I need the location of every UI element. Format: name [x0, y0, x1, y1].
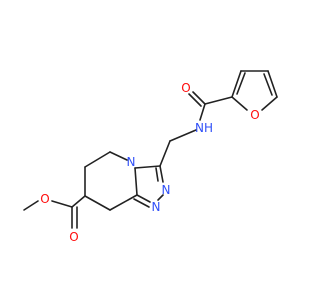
- bond-carbonyl-o-double: [188, 93, 202, 107]
- bond-pip-c5-c6: [84, 151, 111, 168]
- atom-n-triazole-ring: N: [127, 155, 136, 169]
- bond-pip-n4-c5: [109, 151, 128, 161]
- atom-o-furan: O: [250, 108, 259, 122]
- bond-pip-c7-c8: [84, 195, 111, 211]
- atom-n-triazole-2: N: [152, 200, 161, 214]
- bond-furan-c2-c3-double: [236, 72, 246, 95]
- bond-ester-c-o-single: [51, 200, 73, 208]
- bond-layer: [23, 70, 278, 229]
- atom-label-layer: O NH O N N N O O: [40, 81, 259, 244]
- bond-ester-o-methyl: [23, 200, 39, 211]
- bond-furan-c5-o: [261, 96, 278, 111]
- bond-pip-c8-c8a: [109, 194, 138, 211]
- molecule-structure: O NH O N N N O O: [23, 70, 278, 244]
- atom-o-ester-methoxy: O: [40, 192, 49, 206]
- bond-carbonyl-nh: [199, 103, 206, 121]
- bond-tri-n1-c8a: [136, 194, 151, 203]
- bond-furan-c4-c5: [267, 70, 278, 98]
- atom-o-ester-carbonyl: O: [69, 230, 78, 244]
- bond-nh-ch2: [169, 129, 197, 142]
- bond-tri-c3-n2-double: [155, 167, 159, 182]
- bond-tri-c3-n2: [159, 165, 164, 183]
- bond-furan-carbonyl: [204, 96, 233, 105]
- bond-c7-ester-c: [71, 195, 86, 208]
- bond-tri-c8a-n4: [134, 167, 138, 196]
- atom-nh-amide: NH: [195, 121, 213, 135]
- bond-tri-n2-n1: [157, 194, 164, 201]
- atom-o-carbonyl-amide: O: [181, 81, 190, 95]
- atom-n-triazole-1: N: [162, 183, 171, 197]
- bond-tri-n1-c8a-double: [133, 198, 150, 208]
- bond-ch2-triazole: [159, 140, 171, 167]
- bond-furan-o-c2: [231, 96, 248, 111]
- bond-furan-c4-c5-double: [263, 73, 273, 96]
- bond-furan-c2-c3: [231, 70, 242, 98]
- bond-carbonyl-o: [192, 91, 206, 105]
- bond-tri-c3-n4: [134, 165, 161, 169]
